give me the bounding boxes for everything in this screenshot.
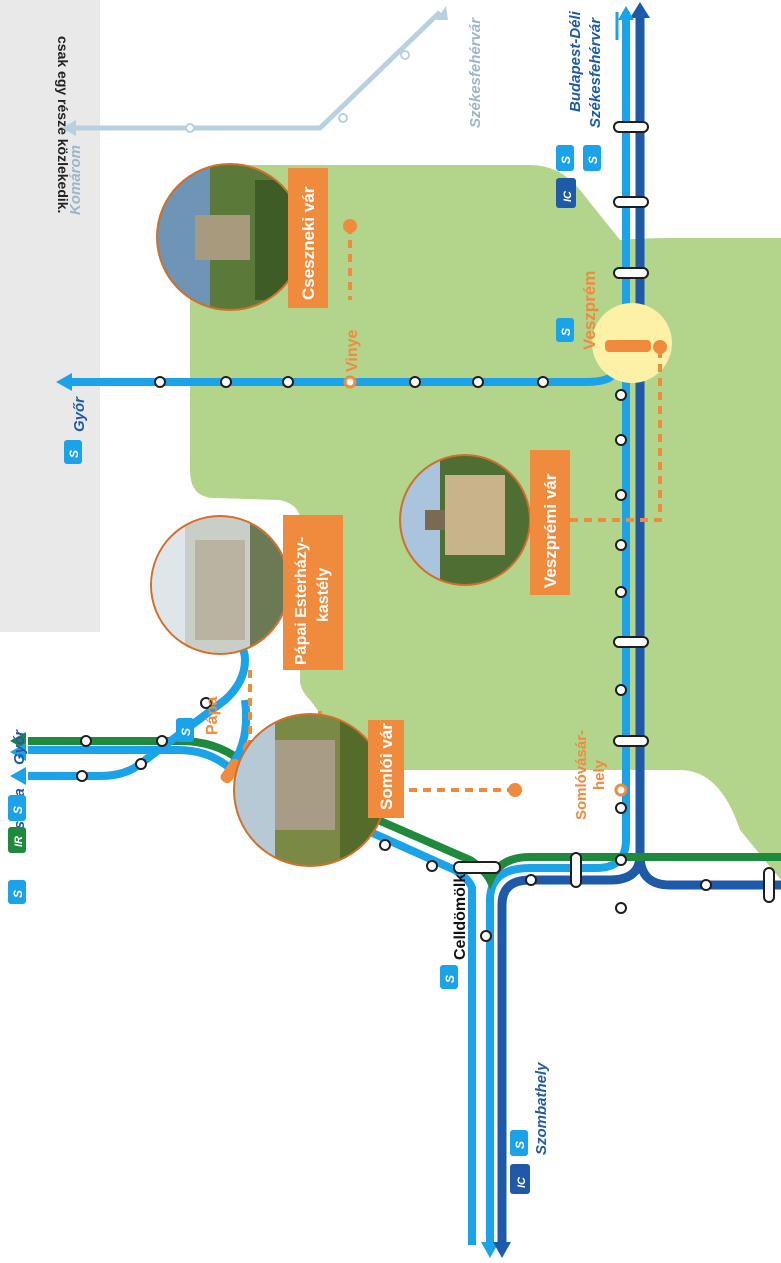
arrow-szekesfehervar-s <box>618 6 634 20</box>
svg-text:Cseszneki vár: Cseszneki vár <box>299 186 318 300</box>
badge-ic-szombathely: IC <box>510 1164 530 1194</box>
label-komarom: Komárom <box>67 145 84 215</box>
badge-s-szekesfehervar: S <box>583 145 601 171</box>
station-vinye[interactable] <box>343 375 357 389</box>
label-vinye: Vinye <box>344 330 361 373</box>
gray-station <box>338 113 348 123</box>
stations-main-line <box>615 389 627 914</box>
badge-s-gyor-left: S <box>8 795 26 821</box>
badge-s-papa: S <box>176 718 194 742</box>
notice-panel <box>0 0 100 632</box>
badge-s-szombathely: S <box>510 1130 528 1156</box>
label-celldomolk: Celldömölk <box>452 874 469 960</box>
svg-text:S: S <box>67 450 81 458</box>
svg-text:Somlói vár: Somlói vár <box>377 723 396 810</box>
label-gyor-top: Győr <box>71 396 88 432</box>
label-szekesfehervar: Székesfehérvár <box>587 17 604 128</box>
stations-main-major <box>613 121 649 747</box>
badge-ic-budapest: IC <box>556 178 576 208</box>
label-papai[interactable]: Pápai Esterházy- kastély <box>283 515 343 670</box>
stations-vinye-line <box>154 376 549 388</box>
badge-ir-gyor: IR <box>8 827 26 853</box>
dashed-connectors <box>248 226 662 792</box>
label-szombathely: Szombathely <box>533 1062 550 1155</box>
label-szekesfehervar-gray: Székesfehérvár <box>467 17 484 128</box>
arrow-gyor-s <box>10 743 26 761</box>
photo-veszpremi[interactable] <box>395 450 535 590</box>
svg-text:S: S <box>11 806 25 814</box>
label-somlovasarhely-2: hely <box>591 759 608 790</box>
svg-text:S: S <box>559 328 573 336</box>
badge-s-budapest: S <box>556 145 574 171</box>
label-veszprem: Veszprém <box>580 271 599 350</box>
label-veszpremi[interactable]: Veszprémi vár <box>530 450 570 595</box>
connector-dot-somlo <box>508 783 522 797</box>
notice-text: csak egy része közlekedik. <box>55 36 71 213</box>
badge-s-veszprem: S <box>556 318 574 342</box>
svg-text:S: S <box>559 156 573 164</box>
badge-s-celldomolk: S <box>440 965 458 989</box>
svg-text:Veszprémi vár: Veszprémi vár <box>541 473 560 588</box>
label-csesznek[interactable]: Cseszneki vár <box>288 168 328 308</box>
photo-papai[interactable] <box>145 510 295 660</box>
badge-s-gyor-top: S <box>64 440 82 464</box>
line-s-light-blue-main <box>486 12 630 1245</box>
label-somloi[interactable]: Somlói vár <box>368 720 404 818</box>
svg-text:S: S <box>179 728 193 736</box>
arrow-szombathely-s <box>481 1242 499 1258</box>
label-gyor-left: Győr <box>11 729 28 765</box>
gray-arrow-komarom <box>62 120 76 136</box>
label-somlovasarhely-1: Somlóvásár- <box>573 730 590 820</box>
svg-text:S: S <box>513 1141 527 1149</box>
station-somlovasarhely[interactable] <box>614 783 628 797</box>
badge-s-csorna: S <box>8 880 26 904</box>
gray-station <box>185 123 195 133</box>
gray-station <box>400 50 410 60</box>
station-papa-marker[interactable] <box>219 757 244 785</box>
svg-text:S: S <box>443 975 457 983</box>
svg-text:IR: IR <box>13 836 25 847</box>
svg-text:S: S <box>11 890 25 898</box>
arrow-gyor-top <box>56 373 72 391</box>
arrow-szombathely-ic <box>493 1242 511 1258</box>
svg-text:IC: IC <box>516 1176 528 1188</box>
station-veszprem-marker[interactable] <box>605 340 651 352</box>
connector-dot-veszprem <box>653 340 667 354</box>
stations-major-nodes <box>453 852 775 903</box>
svg-text:S: S <box>586 156 600 164</box>
label-budapest-deli: Budapest-Déli <box>567 10 584 112</box>
label-papa: Pápa <box>204 697 221 735</box>
svg-text:kastély: kastély <box>315 568 332 622</box>
svg-text:IC: IC <box>562 190 574 202</box>
gray-arrow-szekesfehervar <box>436 6 448 20</box>
gray-line-komarom-szekesfehervar <box>70 10 442 131</box>
arrow-budapest <box>630 2 650 18</box>
arrow-csorna <box>10 767 26 785</box>
svg-text:Pápai Esterházy-: Pápai Esterházy- <box>293 537 310 665</box>
connector-dot-csesznek <box>343 219 357 233</box>
